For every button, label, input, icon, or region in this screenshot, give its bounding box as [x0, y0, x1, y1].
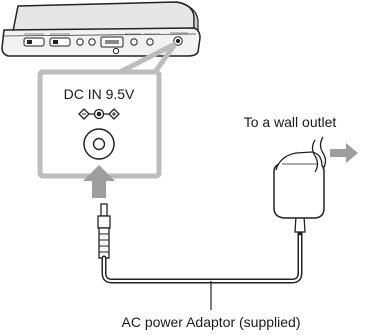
ac-adaptor — [273, 136, 327, 233]
dc-in-label: DC IN 9.5V — [64, 86, 135, 102]
outlet-label: To a wall outlet — [244, 114, 337, 130]
dc-in-jack — [83, 128, 115, 160]
power-cable — [101, 229, 303, 284]
polarity-symbol — [78, 108, 120, 120]
portable-player-device — [1, 1, 201, 57]
adaptor-label: AC power Adaptor (supplied) — [122, 314, 301, 330]
outlet-arrow — [330, 143, 358, 163]
insert-arrow — [83, 165, 115, 198]
dc-in-callout: DC IN 9.5V — [37, 69, 162, 179]
dc-plug — [97, 203, 111, 259]
